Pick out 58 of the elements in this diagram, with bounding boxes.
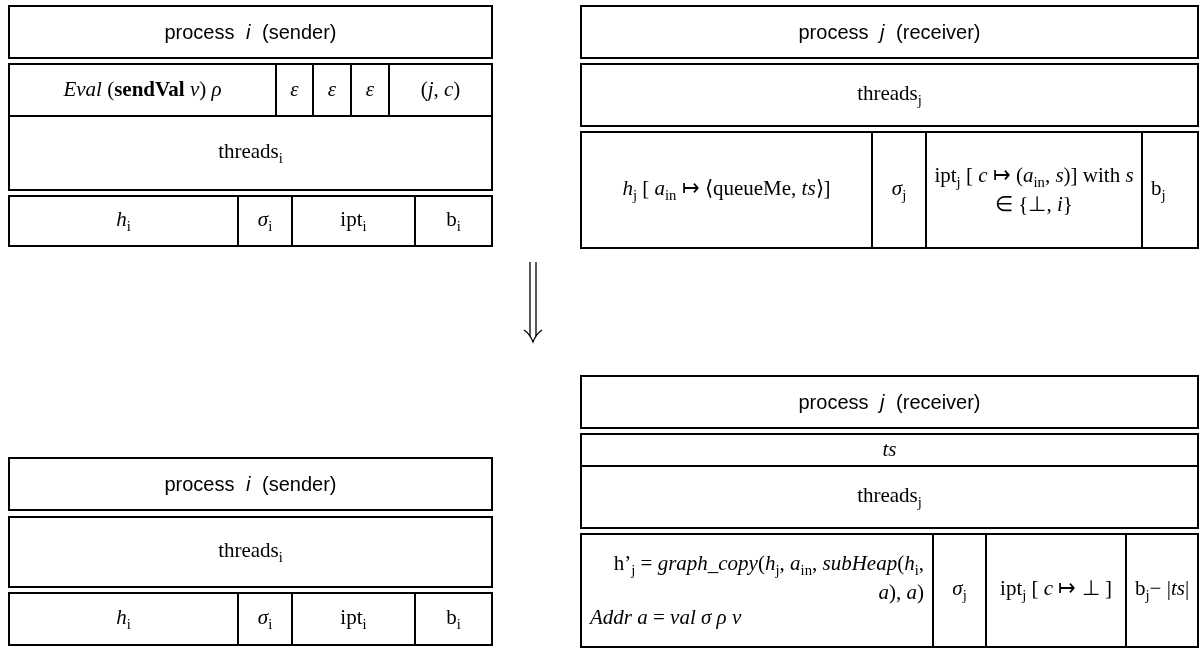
process-label: process i (sender) <box>164 20 337 44</box>
formula-text: Addr a = val σ ρ v <box>590 604 743 631</box>
formula-text: threads$_{j}$ <box>857 80 922 110</box>
process-label: process j (receiver) <box>798 390 981 414</box>
process-header <box>580 375 1199 429</box>
formula-text: h$_{j}$ [ a$_{in}$ ↦ ⟨queueMe, ts⟩] <box>622 175 831 205</box>
table-cell <box>237 195 293 247</box>
formula-text: σ$_{j}$ <box>952 576 967 605</box>
formula-text: ipt$_{j}$ [ c ↦ (a$_{in}$, s)] with s ∈ {⊥, i} <box>933 163 1135 217</box>
formula-text: ipt$_{i}$ <box>340 604 367 634</box>
formula-text: b$_{j}$− |ts| <box>1135 576 1190 605</box>
formula-text: ipt$_{j}$ [ c ↦ ⊥ ] <box>1000 576 1112 605</box>
table-cell <box>414 592 493 646</box>
process-header <box>8 5 493 59</box>
table-cell <box>237 592 293 646</box>
table-cell <box>580 465 1199 529</box>
table-cell <box>925 131 1143 249</box>
formula-text: b$_{i}$ <box>446 206 461 236</box>
table-cell <box>291 592 416 646</box>
formula-text: (j, c) <box>420 77 461 103</box>
table-cell <box>580 63 1199 127</box>
formula-text: ε <box>327 77 337 103</box>
formula-text: b$_{j}$ <box>1151 175 1166 205</box>
formula-text: h’$_{j}$ = graph_copy(h$_{j}$, a$_{in}$, subHeap(h$_{i}$, a), a) <box>612 550 924 605</box>
table-cell <box>8 195 239 247</box>
formula-text: b$_{i}$ <box>446 604 461 634</box>
table-cell <box>580 533 934 648</box>
formula-text: threads$_{i}$ <box>218 537 283 567</box>
formula-text: σ$_{i}$ <box>257 206 273 236</box>
table-cell <box>8 516 493 588</box>
formula-text: ipt$_{i}$ <box>340 206 367 236</box>
table-cell <box>985 533 1127 648</box>
formula-text: threads$_{j}$ <box>857 482 922 512</box>
table-cell <box>8 63 277 117</box>
table-cell <box>580 433 1199 467</box>
table-cell <box>580 131 873 249</box>
table-cell <box>932 533 987 648</box>
formula-text: ε <box>365 77 375 103</box>
table-cell <box>388 63 493 117</box>
table-cell <box>871 131 927 249</box>
process-header <box>8 457 493 511</box>
formula-text: ε <box>290 77 299 103</box>
table-cell <box>8 592 239 646</box>
table-cell <box>1141 131 1199 249</box>
table-cell <box>291 195 416 247</box>
table-cell <box>414 195 493 247</box>
formula-text: σ$_{i}$ <box>257 604 273 634</box>
process-header <box>580 5 1199 59</box>
table-cell <box>1125 533 1199 648</box>
formula-text: Eval (sendVal v) ρ <box>63 77 222 103</box>
formula-text: h$_{i}$ <box>116 604 131 634</box>
process-label: process i (sender) <box>164 472 337 496</box>
table-cell <box>8 115 493 191</box>
formula-text: σ$_{j}$ <box>891 175 907 205</box>
formula-text: ts <box>882 437 897 463</box>
process-label: process j (receiver) <box>798 20 981 44</box>
formula-text: h$_{i}$ <box>116 206 131 236</box>
formula-text: threads$_{i}$ <box>218 138 283 168</box>
